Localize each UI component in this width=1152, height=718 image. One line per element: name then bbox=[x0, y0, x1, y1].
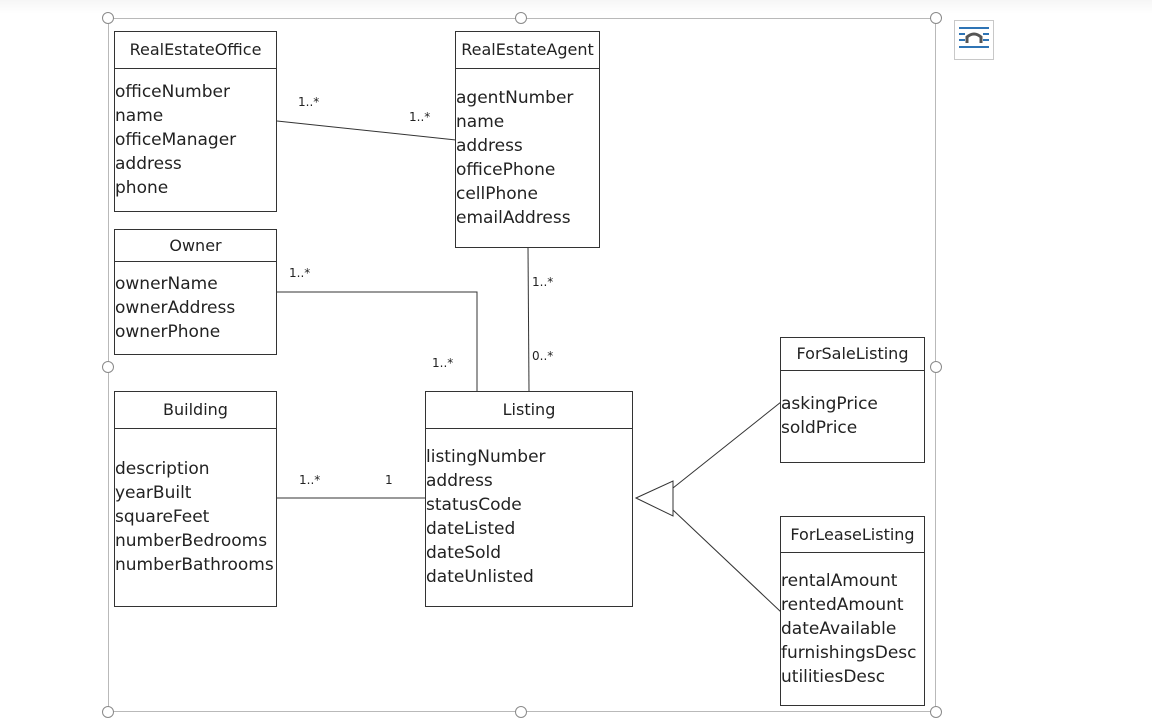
attribute: rentedAmount bbox=[781, 595, 904, 615]
attribute: address bbox=[426, 471, 493, 491]
class-building[interactable]: Building description yearBuilt squareFee… bbox=[114, 391, 277, 607]
attribute: cellPhone bbox=[456, 184, 538, 204]
multiplicity-label: 1..* bbox=[532, 275, 554, 289]
attribute: ownerPhone bbox=[115, 322, 221, 342]
attribute: dateAvailable bbox=[781, 619, 897, 639]
multiplicity-label: 1..* bbox=[299, 473, 321, 487]
attribute: officeManager bbox=[115, 130, 237, 150]
agent-listing-association bbox=[527, 246, 530, 392]
class-name: Owner bbox=[115, 230, 276, 262]
attribute: ownerAddress bbox=[115, 298, 236, 318]
attribute-list: description yearBuilt squareFeet numberB… bbox=[115, 457, 274, 577]
attribute: numberBedrooms bbox=[115, 531, 268, 551]
attribute: address bbox=[115, 154, 182, 174]
attribute: numberBathrooms bbox=[115, 555, 274, 575]
document-top-edge bbox=[0, 0, 1152, 14]
class-name: Building bbox=[115, 392, 276, 429]
attribute: furnishingsDesc bbox=[781, 643, 917, 663]
class-real-estate-office[interactable]: RealEstateOffice officeNumber name offic… bbox=[114, 31, 277, 212]
multiplicity-label: 1 bbox=[385, 473, 393, 487]
class-listing[interactable]: Listing listingNumber address statusCode… bbox=[425, 391, 633, 607]
generalization-to-for-sale bbox=[672, 401, 782, 489]
attribute: rentalAmount bbox=[781, 571, 898, 591]
resize-handle-top-left[interactable] bbox=[102, 12, 114, 24]
attribute: name bbox=[115, 106, 164, 126]
generalization-triangle bbox=[634, 480, 674, 517]
attribute-list: officeNumber name officeManager address … bbox=[115, 80, 236, 200]
resize-handle-middle-right[interactable] bbox=[930, 361, 942, 373]
attribute: listingNumber bbox=[426, 447, 546, 467]
layout-options-button[interactable] bbox=[954, 20, 994, 60]
attribute: ownerName bbox=[115, 274, 218, 294]
class-name: RealEstateAgent bbox=[456, 32, 599, 69]
attribute: yearBuilt bbox=[115, 483, 192, 503]
multiplicity-label: 1..* bbox=[298, 95, 320, 109]
class-for-lease-listing[interactable]: ForLeaseListing rentalAmount rentedAmoun… bbox=[780, 516, 925, 706]
attribute: agentNumber bbox=[456, 88, 574, 108]
class-name: Listing bbox=[426, 392, 632, 429]
attribute-list: agentNumber name address officePhone cel… bbox=[456, 86, 573, 230]
attribute: dateListed bbox=[426, 519, 516, 539]
attribute: askingPrice bbox=[781, 394, 878, 414]
attribute: squareFeet bbox=[115, 507, 210, 527]
attribute-list: askingPrice soldPrice bbox=[781, 392, 878, 440]
attribute: dateSold bbox=[426, 543, 502, 563]
attribute-list: rentalAmount rentedAmount dateAvailable … bbox=[781, 569, 916, 689]
generalization-to-for-lease bbox=[672, 509, 782, 613]
resize-handle-top-middle[interactable] bbox=[515, 12, 527, 24]
attribute-list: ownerName ownerAddress ownerPhone bbox=[115, 272, 235, 344]
attribute: description bbox=[115, 459, 210, 479]
wrap-text-icon bbox=[959, 27, 989, 48]
multiplicity-label: 1..* bbox=[432, 356, 454, 370]
class-name: ForLeaseListing bbox=[781, 517, 924, 553]
attribute: phone bbox=[115, 178, 169, 198]
attribute: officePhone bbox=[456, 160, 556, 180]
attribute: statusCode bbox=[426, 495, 522, 515]
attribute: address bbox=[456, 136, 523, 156]
attribute: emailAddress bbox=[456, 208, 571, 228]
office-agent-association bbox=[276, 120, 457, 141]
multiplicity-label: 1..* bbox=[409, 110, 431, 124]
class-real-estate-agent[interactable]: RealEstateAgent agentNumber name address… bbox=[455, 31, 600, 248]
owner-listing-association bbox=[277, 291, 478, 391]
resize-handle-top-right[interactable] bbox=[930, 12, 942, 24]
attribute: name bbox=[456, 112, 505, 132]
class-for-sale-listing[interactable]: ForSaleListing askingPrice soldPrice bbox=[780, 337, 925, 463]
attribute: utilitiesDesc bbox=[781, 667, 886, 687]
attribute: dateUnlisted bbox=[426, 567, 534, 587]
attribute: soldPrice bbox=[781, 418, 858, 438]
attribute-list: listingNumber address statusCode dateLis… bbox=[426, 445, 546, 589]
attribute: officeNumber bbox=[115, 82, 230, 102]
multiplicity-label: 0..* bbox=[532, 349, 554, 363]
class-name: RealEstateOffice bbox=[115, 32, 276, 69]
class-owner[interactable]: Owner ownerName ownerAddress ownerPhone bbox=[114, 229, 277, 355]
multiplicity-label: 1..* bbox=[289, 266, 311, 280]
resize-handle-middle-left[interactable] bbox=[102, 361, 114, 373]
class-name: ForSaleListing bbox=[781, 338, 924, 371]
